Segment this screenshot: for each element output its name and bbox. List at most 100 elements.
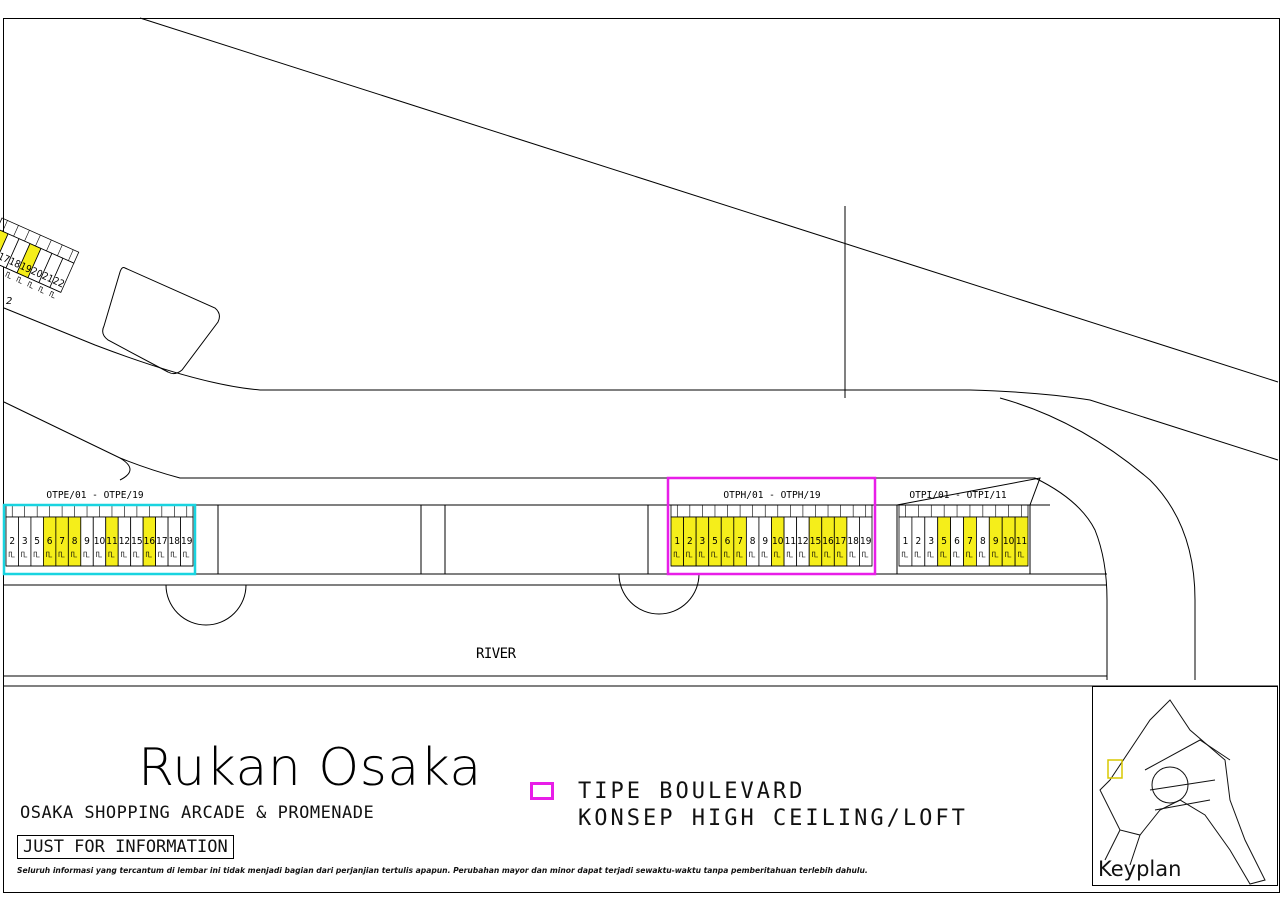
unit-number: 12 <box>119 536 130 547</box>
unit-number: 10 <box>94 536 106 547</box>
stair-symbol <box>1005 551 1012 558</box>
stair-symbol <box>992 551 999 558</box>
unit-number: 2 <box>9 536 15 547</box>
block-code: OTPE/01 - OTPE/19 <box>46 490 144 501</box>
info-label: JUST FOR INFORMATION <box>17 835 234 859</box>
unit-number: 5 <box>941 536 947 547</box>
keyplan-map <box>1099 699 1266 885</box>
stair-symbol <box>121 551 127 558</box>
unit-number: 7 <box>737 536 743 547</box>
hatch-tick <box>46 239 52 252</box>
project-title: Rukan Osaka <box>138 738 482 798</box>
cyan-outline <box>2 503 197 576</box>
stair-symbol <box>145 551 152 558</box>
unit-number: 9 <box>993 536 999 547</box>
unit-number: 19 <box>18 261 33 276</box>
stair-symbol <box>96 551 102 558</box>
unit-number: 10 <box>772 536 784 547</box>
stair-symbol <box>812 551 818 558</box>
unit-number: 18 <box>169 536 181 547</box>
unit-number: 5 <box>34 536 40 547</box>
unit-number: 17 <box>156 536 167 547</box>
stair-symbol <box>133 551 140 558</box>
unit-number: 15 <box>810 536 821 547</box>
stair-symbol <box>749 551 756 558</box>
unit-number: 2 <box>915 536 921 547</box>
hatch-tick <box>57 244 63 256</box>
stair-symbol <box>786 551 793 558</box>
unit-number: 16 <box>144 536 156 547</box>
unit-number: 11 <box>106 536 117 547</box>
unit-number: 7 <box>967 536 973 547</box>
unit-number: 11 <box>1016 536 1027 547</box>
stair-symbol <box>16 276 22 284</box>
unit-number: 19 <box>181 536 193 547</box>
stair-symbol <box>761 551 768 558</box>
unit-number: 19 <box>860 536 872 547</box>
unit-number: 8 <box>750 536 756 547</box>
stair-symbol <box>170 551 177 558</box>
stair-symbol <box>21 551 28 558</box>
stair-symbol <box>33 551 40 558</box>
unit-number: 8 <box>980 536 986 547</box>
stair-symbol <box>183 551 190 558</box>
unit-number: 5 <box>712 536 718 547</box>
stair-symbol <box>774 551 781 558</box>
project-subtitle: OSAKA SHOPPING ARCADE & PROMENADE <box>20 803 375 823</box>
unit-number: 6 <box>954 536 960 547</box>
river-label: RIVER <box>476 646 517 662</box>
stair-symbol <box>58 551 65 558</box>
stair-symbol <box>686 551 693 558</box>
boulevard-outline <box>666 476 877 576</box>
unit-number: 3 <box>928 536 934 547</box>
unit-number: 9 <box>84 536 90 547</box>
stair-symbol <box>862 551 869 558</box>
stair-symbol <box>49 291 55 299</box>
hatch-tick <box>35 234 41 247</box>
stair-symbol <box>698 551 705 558</box>
road-lines <box>3 17 1279 687</box>
unit-number: 6 <box>725 536 731 547</box>
hatch-tick <box>2 220 8 232</box>
stair-symbol <box>849 551 856 558</box>
stair-symbol <box>711 551 718 558</box>
unit-number: 18 <box>7 256 22 271</box>
legend-swatch <box>530 782 554 800</box>
unit-number: 3 <box>700 536 706 547</box>
stair-symbol <box>46 551 53 558</box>
stair-symbol <box>940 551 947 558</box>
unit-number: 12 <box>797 536 808 547</box>
unit-number: 1 <box>674 536 680 547</box>
unit-number: 7 <box>59 536 65 547</box>
unit-number: 11 <box>785 536 796 547</box>
unit-number: 15 <box>131 536 142 547</box>
unit-number: 8 <box>72 536 78 547</box>
stair-symbol <box>71 551 78 558</box>
block-code: OTPH/01 - OTPH/19 <box>723 490 821 501</box>
stair-symbol <box>724 551 731 558</box>
unit-number: 6 <box>47 536 53 547</box>
stair-symbol <box>83 551 90 558</box>
unit-number: 1 <box>903 536 909 547</box>
unit-number: 2 <box>687 536 693 547</box>
stair-symbol <box>27 281 33 289</box>
hatch-tick <box>13 225 19 237</box>
hatch-tick <box>68 249 74 261</box>
stair-symbol <box>0 267 2 274</box>
unit-block: 16171819202122 <box>0 217 80 299</box>
stair-symbol <box>837 551 844 558</box>
unit-number: 21 <box>40 271 55 286</box>
stair-symbol <box>824 551 831 558</box>
stair-symbol <box>1018 551 1025 558</box>
block-code: OTPI/01 - OTPI/11 <box>909 490 1007 501</box>
block-base <box>0 257 62 293</box>
unit-number: 3 <box>22 536 28 547</box>
unit-number: 18 <box>847 536 859 547</box>
frontage-strip <box>670 504 873 518</box>
disclaimer-text: Seluruh informasi yang tercantum di lemb… <box>17 866 868 875</box>
unit-number: 17 <box>835 536 846 547</box>
stair-symbol <box>5 271 11 279</box>
legend-concept-label: KONSEP HIGH CEILING/LOFT <box>578 806 968 831</box>
